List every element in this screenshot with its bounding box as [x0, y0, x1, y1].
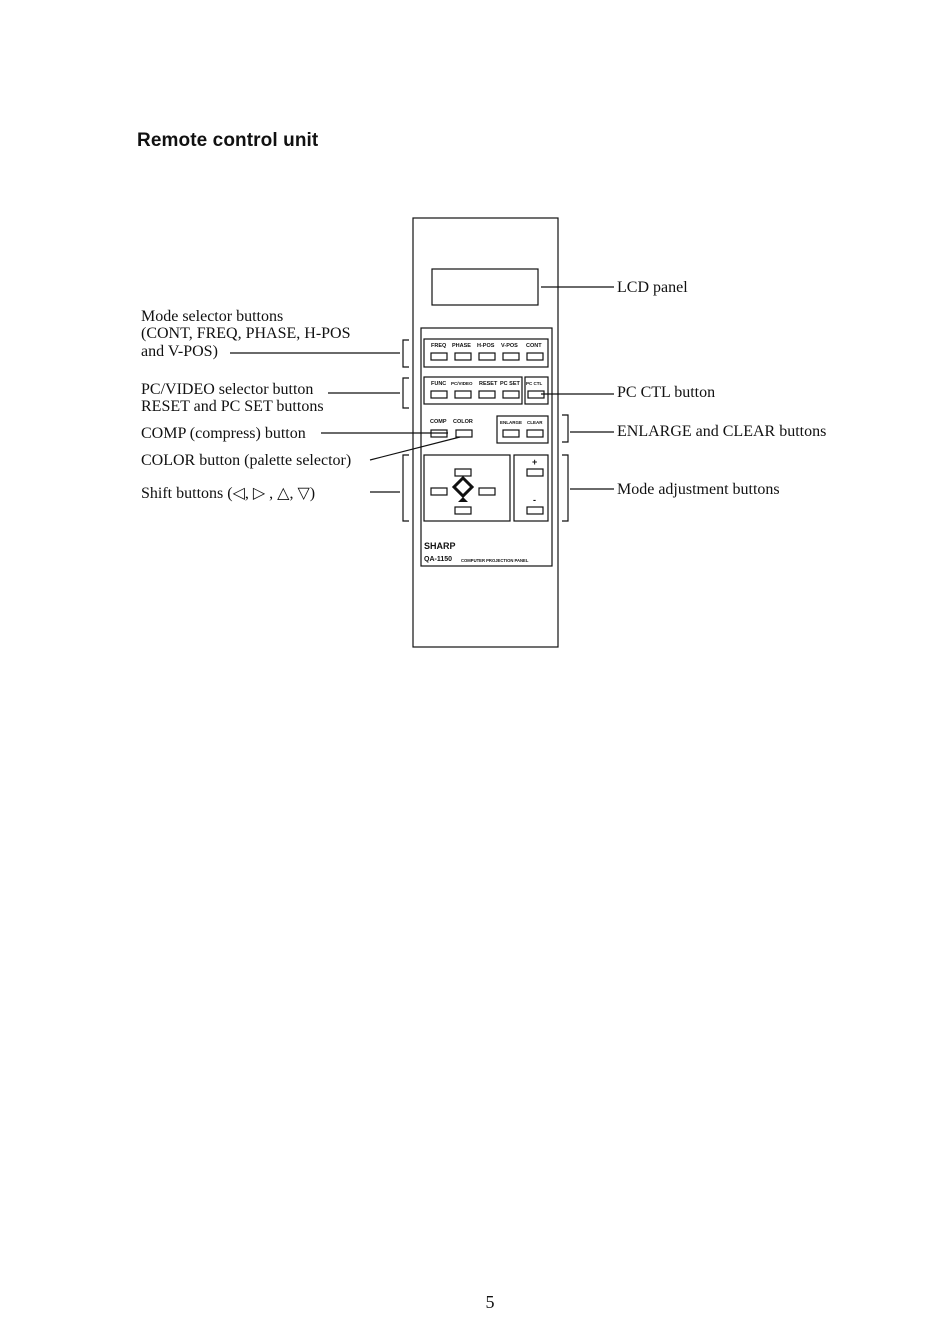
color-button-shape: [455, 429, 473, 438]
vpos-button-shape: [502, 352, 520, 361]
label-mode-selector-line2: (CONT, FREQ, PHASE, H-POS: [141, 325, 351, 342]
cont-button-shape: [526, 352, 544, 361]
label-enlarge-clear: ENLARGE and CLEAR buttons: [617, 423, 827, 440]
label-pc-ctl: PC CTL button: [617, 384, 716, 401]
remote-label-pcvideo: PC/VIDEO: [451, 381, 473, 386]
func-button-shape: [430, 390, 448, 399]
remote-label-comp: COMP: [430, 419, 447, 425]
shift-diamond: [451, 475, 475, 502]
remote-label-hpos: H-POS: [477, 343, 495, 349]
mode-row-box: [423, 338, 549, 368]
pcset-button-shape: [502, 390, 520, 399]
label-mode-selector-line1: Mode selector buttons: [141, 308, 284, 325]
lcd-panel-shape: [431, 268, 539, 306]
reset-button-shape: [478, 390, 496, 399]
label-mode-adjust: Mode adjustment buttons: [617, 481, 780, 498]
label-comp: COMP (compress) button: [141, 425, 306, 442]
remote-label-minus: -: [533, 495, 536, 505]
remote-label-phase: PHASE: [452, 343, 471, 349]
control-panel-frame: [420, 327, 553, 567]
remote-label-enlarge: ENLARGE: [500, 420, 523, 425]
model-description: COMPUTER PROJECTION PANEL: [461, 558, 529, 563]
shift-up-button-shape: [454, 468, 472, 477]
enlarge-button-shape: [502, 429, 520, 438]
remote-label-pcctl: PC CTL: [526, 381, 543, 386]
pcctl-box: [524, 376, 549, 405]
label-mode-selector-line3: and V-POS): [141, 343, 218, 360]
shift-right-button-shape: [478, 487, 496, 496]
label-lcd-panel: LCD panel: [617, 279, 688, 296]
remote-label-freq: FREQ: [431, 343, 447, 349]
label-color: COLOR button (palette selector): [141, 452, 352, 469]
enlarge-clear-box: [496, 415, 549, 444]
adjust-box: [513, 454, 549, 522]
pcvideo-button-shape: [454, 390, 472, 399]
remote-label-reset: RESET: [479, 381, 498, 387]
freq-button-shape: [430, 352, 448, 361]
remote-label-plus: +: [532, 457, 538, 467]
remote-label-pcset: PC SET: [500, 381, 520, 387]
label-reset-pcset: RESET and PC SET buttons: [141, 398, 324, 415]
shift-pad-box: [423, 454, 511, 522]
label-pcvideo: PC/VIDEO selector button: [141, 381, 314, 398]
page-title: Remote control unit: [137, 130, 319, 151]
remote-label-vpos: V-POS: [501, 343, 518, 349]
shift-down-button-shape: [454, 506, 472, 515]
remote-label-cont: CONT: [526, 343, 542, 349]
phase-button-shape: [454, 352, 472, 361]
hpos-button-shape: [478, 352, 496, 361]
remote-label-clear: CLEAR: [527, 420, 543, 425]
remote-label-color: COLOR: [453, 419, 473, 425]
brand-logo: SHARP: [424, 541, 456, 551]
function-row-box: [423, 376, 523, 405]
clear-button-shape: [526, 429, 544, 438]
model-number: QA-1150: [424, 556, 453, 563]
remote-label-func: FUNC: [431, 381, 447, 387]
shift-left-button-shape: [430, 487, 448, 496]
plus-button-shape: [526, 468, 544, 477]
page-number: 5: [485, 1292, 495, 1312]
minus-button-shape: [526, 506, 544, 515]
label-shift: Shift buttons (◁, ▷ , △, ▽): [141, 485, 316, 502]
